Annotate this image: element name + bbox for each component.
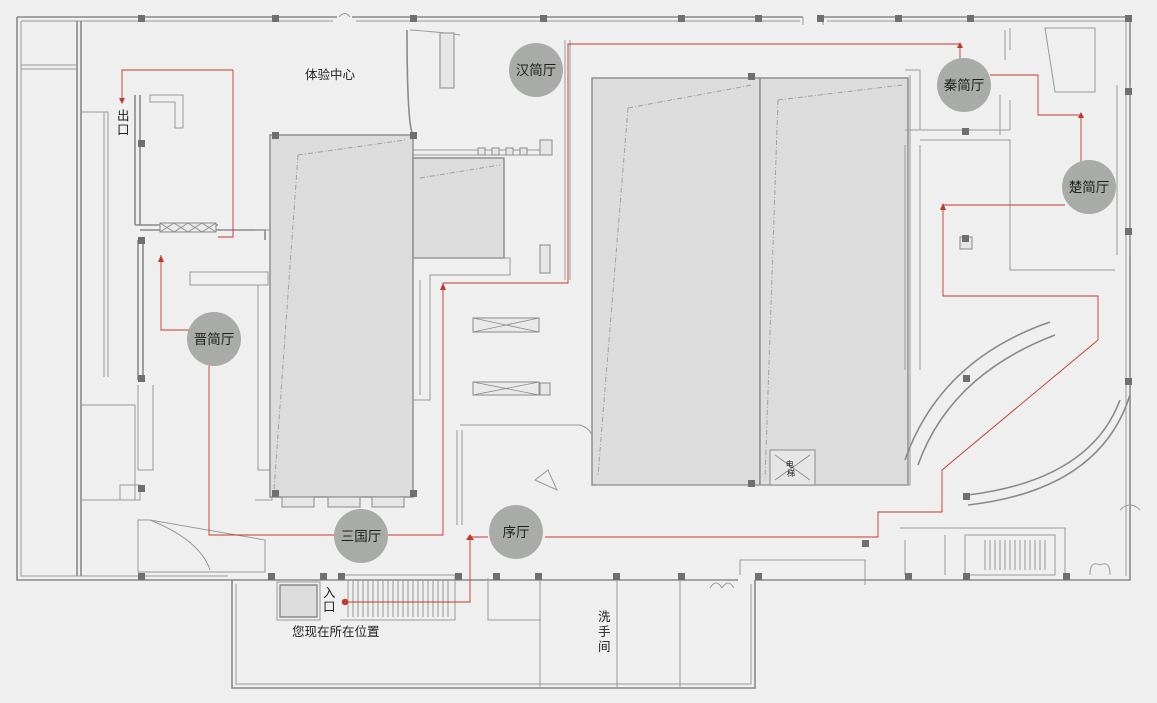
column	[493, 573, 500, 580]
column	[138, 485, 145, 492]
column	[1125, 88, 1132, 95]
column	[613, 573, 620, 580]
you-are-here-marker	[341, 598, 349, 606]
hall-marker-jin[interactable]: 晋简厅	[187, 312, 241, 366]
column	[817, 15, 824, 22]
hall-label-xu: 序厅	[503, 525, 530, 541]
hall-marker-xu[interactable]: 序厅	[489, 505, 543, 559]
column	[748, 73, 755, 80]
column	[410, 132, 417, 139]
column	[410, 15, 417, 22]
exhibit-block-jin	[189, 134, 511, 508]
hall-label-sanguo: 三国厅	[341, 529, 382, 545]
hall-label-han: 汉简厅	[516, 62, 557, 79]
exit-label-char-1: 出	[117, 108, 130, 123]
column	[338, 573, 345, 580]
experience-center-walls	[406, 29, 553, 156]
elevator-label-char-2: 梯	[787, 468, 795, 478]
hall-marker-sanguo[interactable]: 三国厅	[334, 509, 388, 563]
elevator-label: 电 梯	[786, 459, 797, 478]
column	[678, 573, 685, 580]
hall-marker-han[interactable]: 汉简厅	[509, 43, 563, 97]
column	[678, 15, 685, 22]
hall-marker-qin[interactable]: 秦简厅	[937, 58, 991, 112]
column	[1063, 573, 1070, 580]
bottom-section	[276, 13, 1141, 688]
elevator-label-char-1: 电	[786, 459, 794, 469]
column	[967, 15, 974, 22]
curved-gallery-right	[904, 321, 1131, 506]
column	[1125, 378, 1132, 385]
hall-label-qin: 秦简厅	[944, 77, 985, 94]
column	[962, 128, 969, 135]
column	[540, 15, 547, 22]
column	[748, 480, 755, 487]
column	[862, 540, 869, 547]
column	[535, 573, 542, 580]
column	[272, 15, 279, 22]
column	[138, 15, 145, 22]
hall-label-chu: 楚简厅	[1069, 179, 1110, 196]
column	[755, 15, 762, 22]
column	[755, 573, 762, 580]
column	[138, 237, 145, 244]
column	[1125, 15, 1132, 22]
structural-columns	[138, 15, 1132, 580]
outer-walls	[16, 16, 1131, 689]
you-are-here-label: 您现在所在位置	[292, 624, 380, 639]
column	[272, 132, 279, 139]
column	[320, 573, 327, 580]
column	[963, 493, 970, 500]
column	[138, 573, 145, 580]
restroom-label-char-2: 手	[598, 624, 611, 639]
column	[962, 235, 969, 242]
left-rooms	[21, 21, 266, 576]
column	[138, 375, 145, 382]
column	[895, 15, 902, 22]
exit-label: 出 口	[117, 108, 134, 137]
column	[963, 375, 970, 382]
column	[272, 490, 279, 497]
column	[455, 573, 462, 580]
column	[268, 573, 275, 580]
column	[963, 573, 970, 580]
hall-marker-chu[interactable]: 楚简厅	[1062, 160, 1116, 214]
entrance-label-char-1: 入	[323, 585, 336, 600]
column	[1125, 228, 1132, 235]
restroom-label: 洗 手 间	[598, 609, 615, 654]
restroom-label-char-1: 洗	[598, 609, 611, 624]
column	[410, 490, 417, 497]
hall-label-jin: 晋简厅	[194, 331, 235, 348]
column	[138, 140, 145, 147]
exhibit-block-han	[564, 40, 921, 486]
column	[905, 573, 912, 580]
restroom-label-char-3: 间	[598, 639, 611, 654]
display-cases-center	[456, 244, 594, 525]
display-racks-left	[159, 222, 217, 233]
entrance-label: 入 口	[323, 585, 340, 614]
experience-center-label: 体验中心	[305, 67, 356, 82]
entrance-label-char-2: 口	[323, 599, 336, 614]
exit-label-char-2: 口	[117, 122, 130, 137]
